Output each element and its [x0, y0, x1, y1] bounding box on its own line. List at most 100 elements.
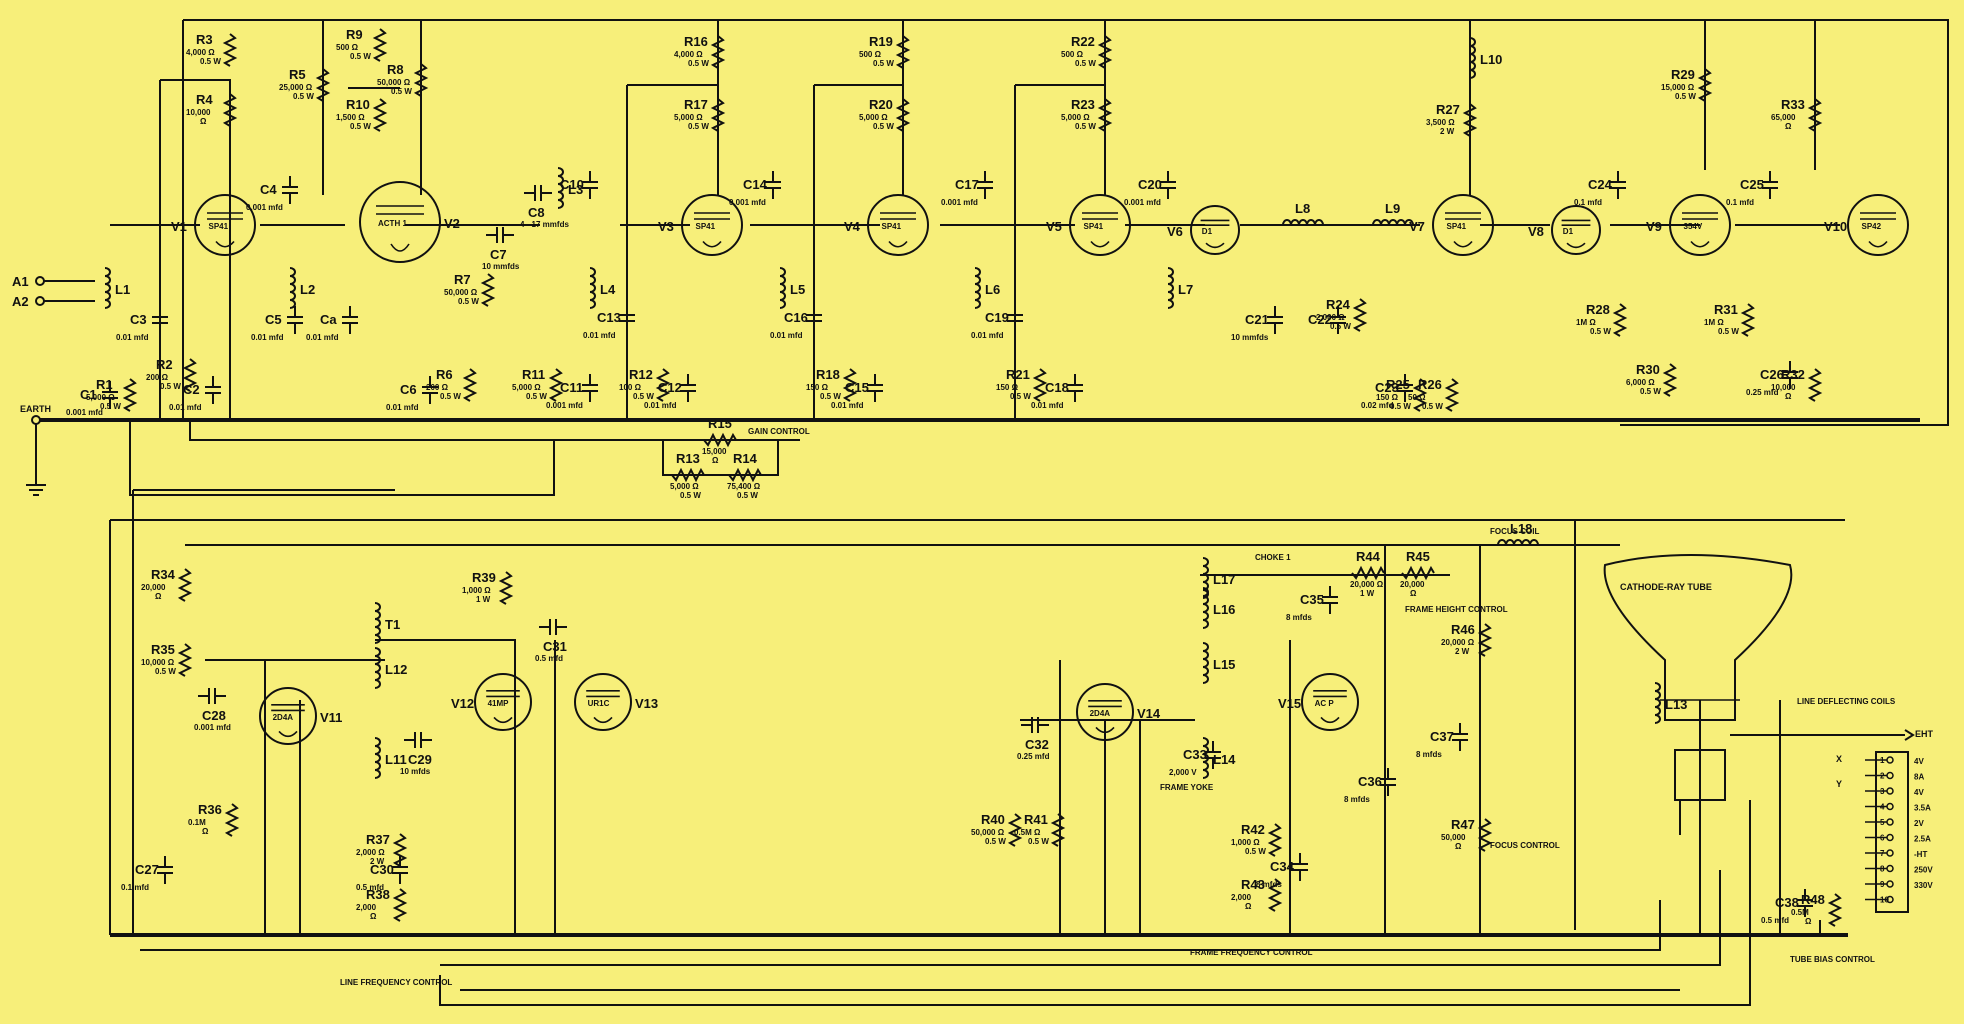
capacitor-value: 0.01 mfd — [116, 333, 149, 342]
capacitor-id: C8 — [528, 205, 545, 220]
inductor-l4: L4 — [589, 267, 616, 309]
capacitor-value: 10 mfds — [400, 767, 431, 776]
tube-id: V12 — [451, 696, 474, 711]
frame-yoke-label: FRAME YOKE — [1160, 783, 1214, 792]
resistor-value: 10,000 Ω — [141, 658, 175, 667]
capacitor-id: C24 — [1588, 177, 1613, 192]
capacitor-c3: C3 0.01 mfd — [116, 306, 168, 342]
capacitor-id: C4 — [260, 182, 277, 197]
capacitor-id: C20 — [1138, 177, 1162, 192]
capacitor-c1: C10.001 mfd — [66, 381, 118, 417]
capacitor-value: 0.1 mfd — [1726, 198, 1754, 207]
capacitor-id: C11 — [560, 380, 583, 395]
resistor-rating: 0.5 W — [350, 52, 371, 61]
capacitor-id: C3 — [130, 312, 147, 327]
line-coils-label: LINE DEFLECTING COILS — [1797, 697, 1896, 706]
resistor-id: R39 — [472, 570, 496, 585]
resistor-rating: Ω — [200, 117, 207, 126]
inductor-l12: L12 — [374, 647, 407, 689]
inductor-id: L11 — [385, 752, 407, 767]
tube-type: SP41 — [1084, 222, 1104, 231]
tube-id: V3 — [658, 219, 674, 234]
capacitor-value: 0.001 mfd — [66, 408, 103, 417]
resistor-value: 1,000 Ω — [1231, 838, 1260, 847]
capacitor-value: 0.5 mfd — [356, 883, 384, 892]
resistor-rating: Ω — [1785, 392, 1792, 401]
pin-number: 1 — [1880, 756, 1885, 765]
resistor-id: R14 — [733, 451, 758, 466]
resistor-id: R37 — [366, 832, 390, 847]
tube-id: V8 — [1528, 224, 1544, 239]
gain-control-label: GAIN CONTROL — [748, 427, 810, 436]
resistor-rating: 0.5 W — [1390, 402, 1411, 411]
capacitor-id: C18 — [1045, 380, 1069, 395]
capacitor-value: 0.01 mfd — [971, 331, 1004, 340]
resistor-value: 200 Ω — [146, 373, 169, 382]
capacitor-id: C22 — [1308, 312, 1332, 327]
resistor-rating: Ω — [712, 456, 719, 465]
capacitor-id: C25 — [1740, 177, 1764, 192]
resistor-value: 6,000 Ω — [1626, 378, 1655, 387]
resistor-id: R9 — [346, 27, 363, 42]
capacitor-id: C17 — [955, 177, 979, 192]
resistor-rating: 0.5 W — [293, 92, 314, 101]
resistor-rating: Ω — [1805, 917, 1812, 926]
inductor-l13: L13 — [1654, 682, 1687, 724]
pin-number: 3 — [1880, 787, 1885, 796]
capacitor-value: 0.02 mfd — [1361, 401, 1394, 410]
resistor-value: 500 Ω — [859, 50, 882, 59]
resistor-id: R10 — [346, 97, 370, 112]
pin-rating: 2.5A — [1914, 835, 1931, 844]
capacitor-value: 8 mfds — [1286, 613, 1312, 622]
resistor-value: 100 Ω — [619, 383, 642, 392]
x-label: X — [1836, 754, 1842, 764]
capacitor-id: C14 — [743, 177, 768, 192]
inductor-l17: L17 — [1202, 557, 1235, 599]
capacitor-value: 0.01 mfd — [306, 333, 339, 342]
resistor-value: 5,000 Ω — [512, 383, 541, 392]
inductor-id: L6 — [985, 282, 1000, 297]
tube-id: V13 — [635, 696, 658, 711]
capacitor-value: 8 mfds — [1344, 795, 1370, 804]
inductor-id: L8 — [1295, 201, 1310, 216]
tube-type: 354V — [1684, 222, 1703, 231]
pin-rating: 3.5A — [1914, 804, 1931, 813]
pin-number: 2 — [1880, 772, 1885, 781]
resistor-rating: 1 W — [476, 595, 491, 604]
resistor-value: 25,000 Ω — [279, 83, 313, 92]
capacitor-value: 0.5 mfd — [535, 654, 563, 663]
pin-7: 7-HT — [1865, 849, 1927, 859]
capacitor-value: 0.25 mfd — [1746, 388, 1779, 397]
capacitor-c6: C60.01 mfd — [386, 376, 438, 412]
resistor-value: 4,000 Ω — [186, 48, 215, 57]
capacitor-ca: Ca0.01 mfd — [306, 306, 358, 342]
resistor-value: 500 Ω — [1061, 50, 1084, 59]
pin-number: 10 — [1880, 896, 1889, 905]
inductor-l7: L7 — [1167, 267, 1193, 309]
resistor-id: R47 — [1451, 817, 1475, 832]
tube-type: ACTH 1 — [378, 219, 407, 228]
resistor-rating: 2 W — [370, 857, 385, 866]
resistor-rating: Ω — [155, 592, 162, 601]
inductor-l9: L9 — [1372, 201, 1414, 226]
tube-id: V10 — [1824, 219, 1847, 234]
capacitor-value: 0.1 mfd — [121, 883, 149, 892]
